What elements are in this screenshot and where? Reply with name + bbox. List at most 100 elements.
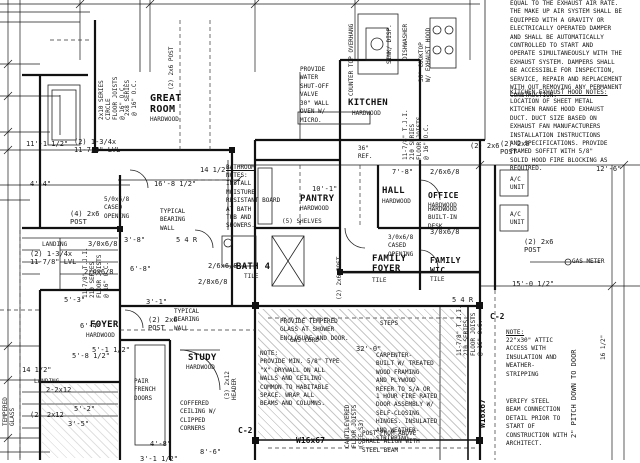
dim-11: 15'-0 1/2" <box>512 280 555 288</box>
dim-3: 7'-8" <box>392 168 414 176</box>
tempered-glass-note: PROVIDE TEMPERED GLASS AT SHOWER ENCLOSU… <box>280 318 349 342</box>
beam-c2-right: C-2 <box>490 312 505 321</box>
verify-steel-note: VERIFY STEEL BEAM CONNECTION DETAIL PRIO… <box>506 398 568 448</box>
family-foyer-label: FAMILY FOYER <box>372 254 407 274</box>
dim-10: 5'-8 1/2" <box>72 352 110 360</box>
dim-9: 6'-4" <box>80 322 102 330</box>
dim-25: 5 4 R <box>176 236 198 244</box>
cooktop-label: 36" COOKTOP W/ EXHAUST HOOD <box>418 27 432 82</box>
hood-notes-body: LOCATION OF SHEET METAL KITCHEN RANGE HO… <box>510 98 608 173</box>
fire-door-note: 1 HOUR FIRE RATED DOOR ASSEMBLY W/ SELF-… <box>376 393 438 443</box>
dim-35: 14 1/2" <box>22 366 52 374</box>
dim-5: 11'-1 1/2" <box>26 140 69 148</box>
joist-callout-1: 2x10 SERIES CIRCLE FLOOR JOISTS @ 16" O.… <box>98 76 126 120</box>
steps-label: STEPS <box>380 320 399 327</box>
kitchen-floor: HARDWOOD <box>352 110 381 117</box>
hall-label: HALL <box>382 186 405 196</box>
dim-13: (2) 2x6 POST <box>500 140 530 156</box>
drywall-note: NOTE: PROVIDE MIN. 5/8" TYPE "X" DRYWALL… <box>260 350 340 408</box>
dim-4: 4'-4" <box>30 180 52 188</box>
post-label-1: (2) 2x6 POST <box>336 256 343 300</box>
dim-2: 10'-1" <box>312 185 338 193</box>
hood-notes-title: KITCHEN EXHAUST HOOD NOTES: <box>510 89 608 96</box>
joist-callout-4: 11-7/8" T.J.I. 210 SERIES FLOOR JOISTS @… <box>456 305 484 356</box>
bath4-label: BATH 4 <box>236 262 271 272</box>
coffered-note: COFFERED CEILING W/ CLIPPED CORNERS <box>180 400 217 433</box>
dim-29: 14 1/2" <box>200 166 230 174</box>
dim-18: 2/8x6/8 <box>198 278 228 286</box>
dim-1: 16'-8 1/2" <box>154 180 197 188</box>
attic-note-title: NOTE: <box>506 329 525 336</box>
counter-overhang-label: COUNTER TOP OVERHANG <box>348 23 355 96</box>
attic-note-body: 22"x30" ATTIC ACCESS WITH INSULATION AND… <box>506 337 557 378</box>
family-wic-floor: TILE <box>430 276 445 283</box>
dim-26: 5 4 R <box>452 296 474 304</box>
dim-14: (2) 2x6 POST <box>524 238 554 254</box>
dim-24: (2) 2x12 <box>30 411 64 419</box>
dim-28: 2" PITCH DOWN TO DOOR <box>570 349 578 438</box>
study-label: STUDY <box>188 353 217 363</box>
office-floor: HARDWOOD <box>428 202 457 209</box>
wall-oven-note: 30" WALL OVEN W/ MICRO. <box>300 100 329 124</box>
dim-7: 6'-8" <box>130 265 152 273</box>
refrigerator-note: 36" REF. <box>358 145 373 161</box>
dim-vertical-label: 16 1/2" <box>600 334 607 360</box>
pantry-shelves: (5) SHELVES <box>282 218 322 225</box>
dim-34: (2) 2x6 <box>470 142 500 150</box>
dim-8: 3'-8" <box>124 236 146 244</box>
dim-27: 32'-0" <box>356 345 382 353</box>
walls <box>22 20 497 460</box>
great-room-label: GREAT ROOM <box>150 93 182 115</box>
dim-32: 2/6x6/8 <box>430 168 460 176</box>
dim-17: 2/6x6/8 <box>208 262 238 270</box>
dim-36: 5'-2" <box>74 405 96 413</box>
interior-lines <box>22 0 600 446</box>
beam-w16-vertical: W16x67 <box>478 399 487 428</box>
landing-label: LANDING <box>42 241 68 248</box>
bathroom-notes-title: BATHROOM <box>226 164 255 171</box>
dim-31: (2) 1-3/4x 11-7/8" LVL <box>74 138 121 154</box>
dim-12: 12'-6" <box>596 165 622 173</box>
dim-20: 2/4x6/8 <box>84 268 114 276</box>
dim-22: 3'-1" <box>146 298 168 306</box>
sink-label: SINK/ DISP. <box>386 24 393 64</box>
exhaust-air-note: EQUAL TO THE EXHAUST AIR RATE. THE MAKE … <box>510 0 622 100</box>
dim-40: 3'-1 1/2" <box>140 455 178 463</box>
foyer-floor: HARDWOOD <box>86 332 115 339</box>
family-foyer-floor: TILE <box>372 277 387 284</box>
dim-15: (2) 2x6 POST <box>148 316 178 332</box>
post-label-2: (2) 2x6 POST <box>168 46 175 90</box>
dishwasher-label: DISHWASHER <box>402 23 409 60</box>
dim-33: 3/0x6/8 <box>430 228 460 236</box>
pantry-label: PANTRY <box>300 194 335 204</box>
cantilevered-joists-label: CANTILEVERED FLOOR JOISTS (SEE S3) <box>344 404 365 448</box>
dim-37: 3'-5" <box>68 420 90 428</box>
dim-6: 5'-3" <box>64 296 86 304</box>
posts <box>92 147 483 444</box>
hall-floor: HARDWOOD <box>382 198 411 205</box>
beam-w16-horizontal: W16x67 <box>296 436 325 445</box>
dim-16: (4) 2x6 POST <box>70 210 100 226</box>
study-floor: HARDWOOD <box>186 364 215 371</box>
gas-cord-label: GAS CORD <box>290 337 319 344</box>
landing-hatch <box>42 384 118 458</box>
dim-21: 5'-1 1/2" <box>92 346 130 354</box>
pair-doors-note: PAIR FRENCH DOORS <box>134 378 156 402</box>
office-label: OFFICE <box>428 191 459 200</box>
beam-c2-left: C-2 <box>238 426 253 435</box>
cased-opening-1: 5/0x6/8 CASED OPENING <box>104 196 130 220</box>
joist-callout-2: 11-7/8" T.J.I. 210 SERIES FLOOR JOISTS @… <box>82 247 110 298</box>
ac-unit-1: A/C UNIT <box>510 176 525 192</box>
landing2-label: LANDING <box>34 378 60 385</box>
cased-opening-2: 3/0x6/8 CASED OPENING <box>388 234 414 258</box>
ac-unit-2: A/C UNIT <box>510 211 525 227</box>
water-valve-note: PROVIDE WATER SHUT-OFF VALVE <box>300 66 329 99</box>
header-label: (3) 2x12 HEADER <box>224 371 238 400</box>
kitchen-label: KITCHEN <box>348 98 389 108</box>
garage-hatch-area <box>258 309 466 439</box>
tempered-glass-label: TEMPERED GLASS <box>2 397 16 426</box>
dim-19: 3/0x6/8 <box>88 240 118 248</box>
bathroom-notes-body: NOTES: INSTALL MOISTURE RESISTANT BOARD … <box>226 172 281 230</box>
family-wic-label: FAMILY WIC <box>430 256 461 275</box>
